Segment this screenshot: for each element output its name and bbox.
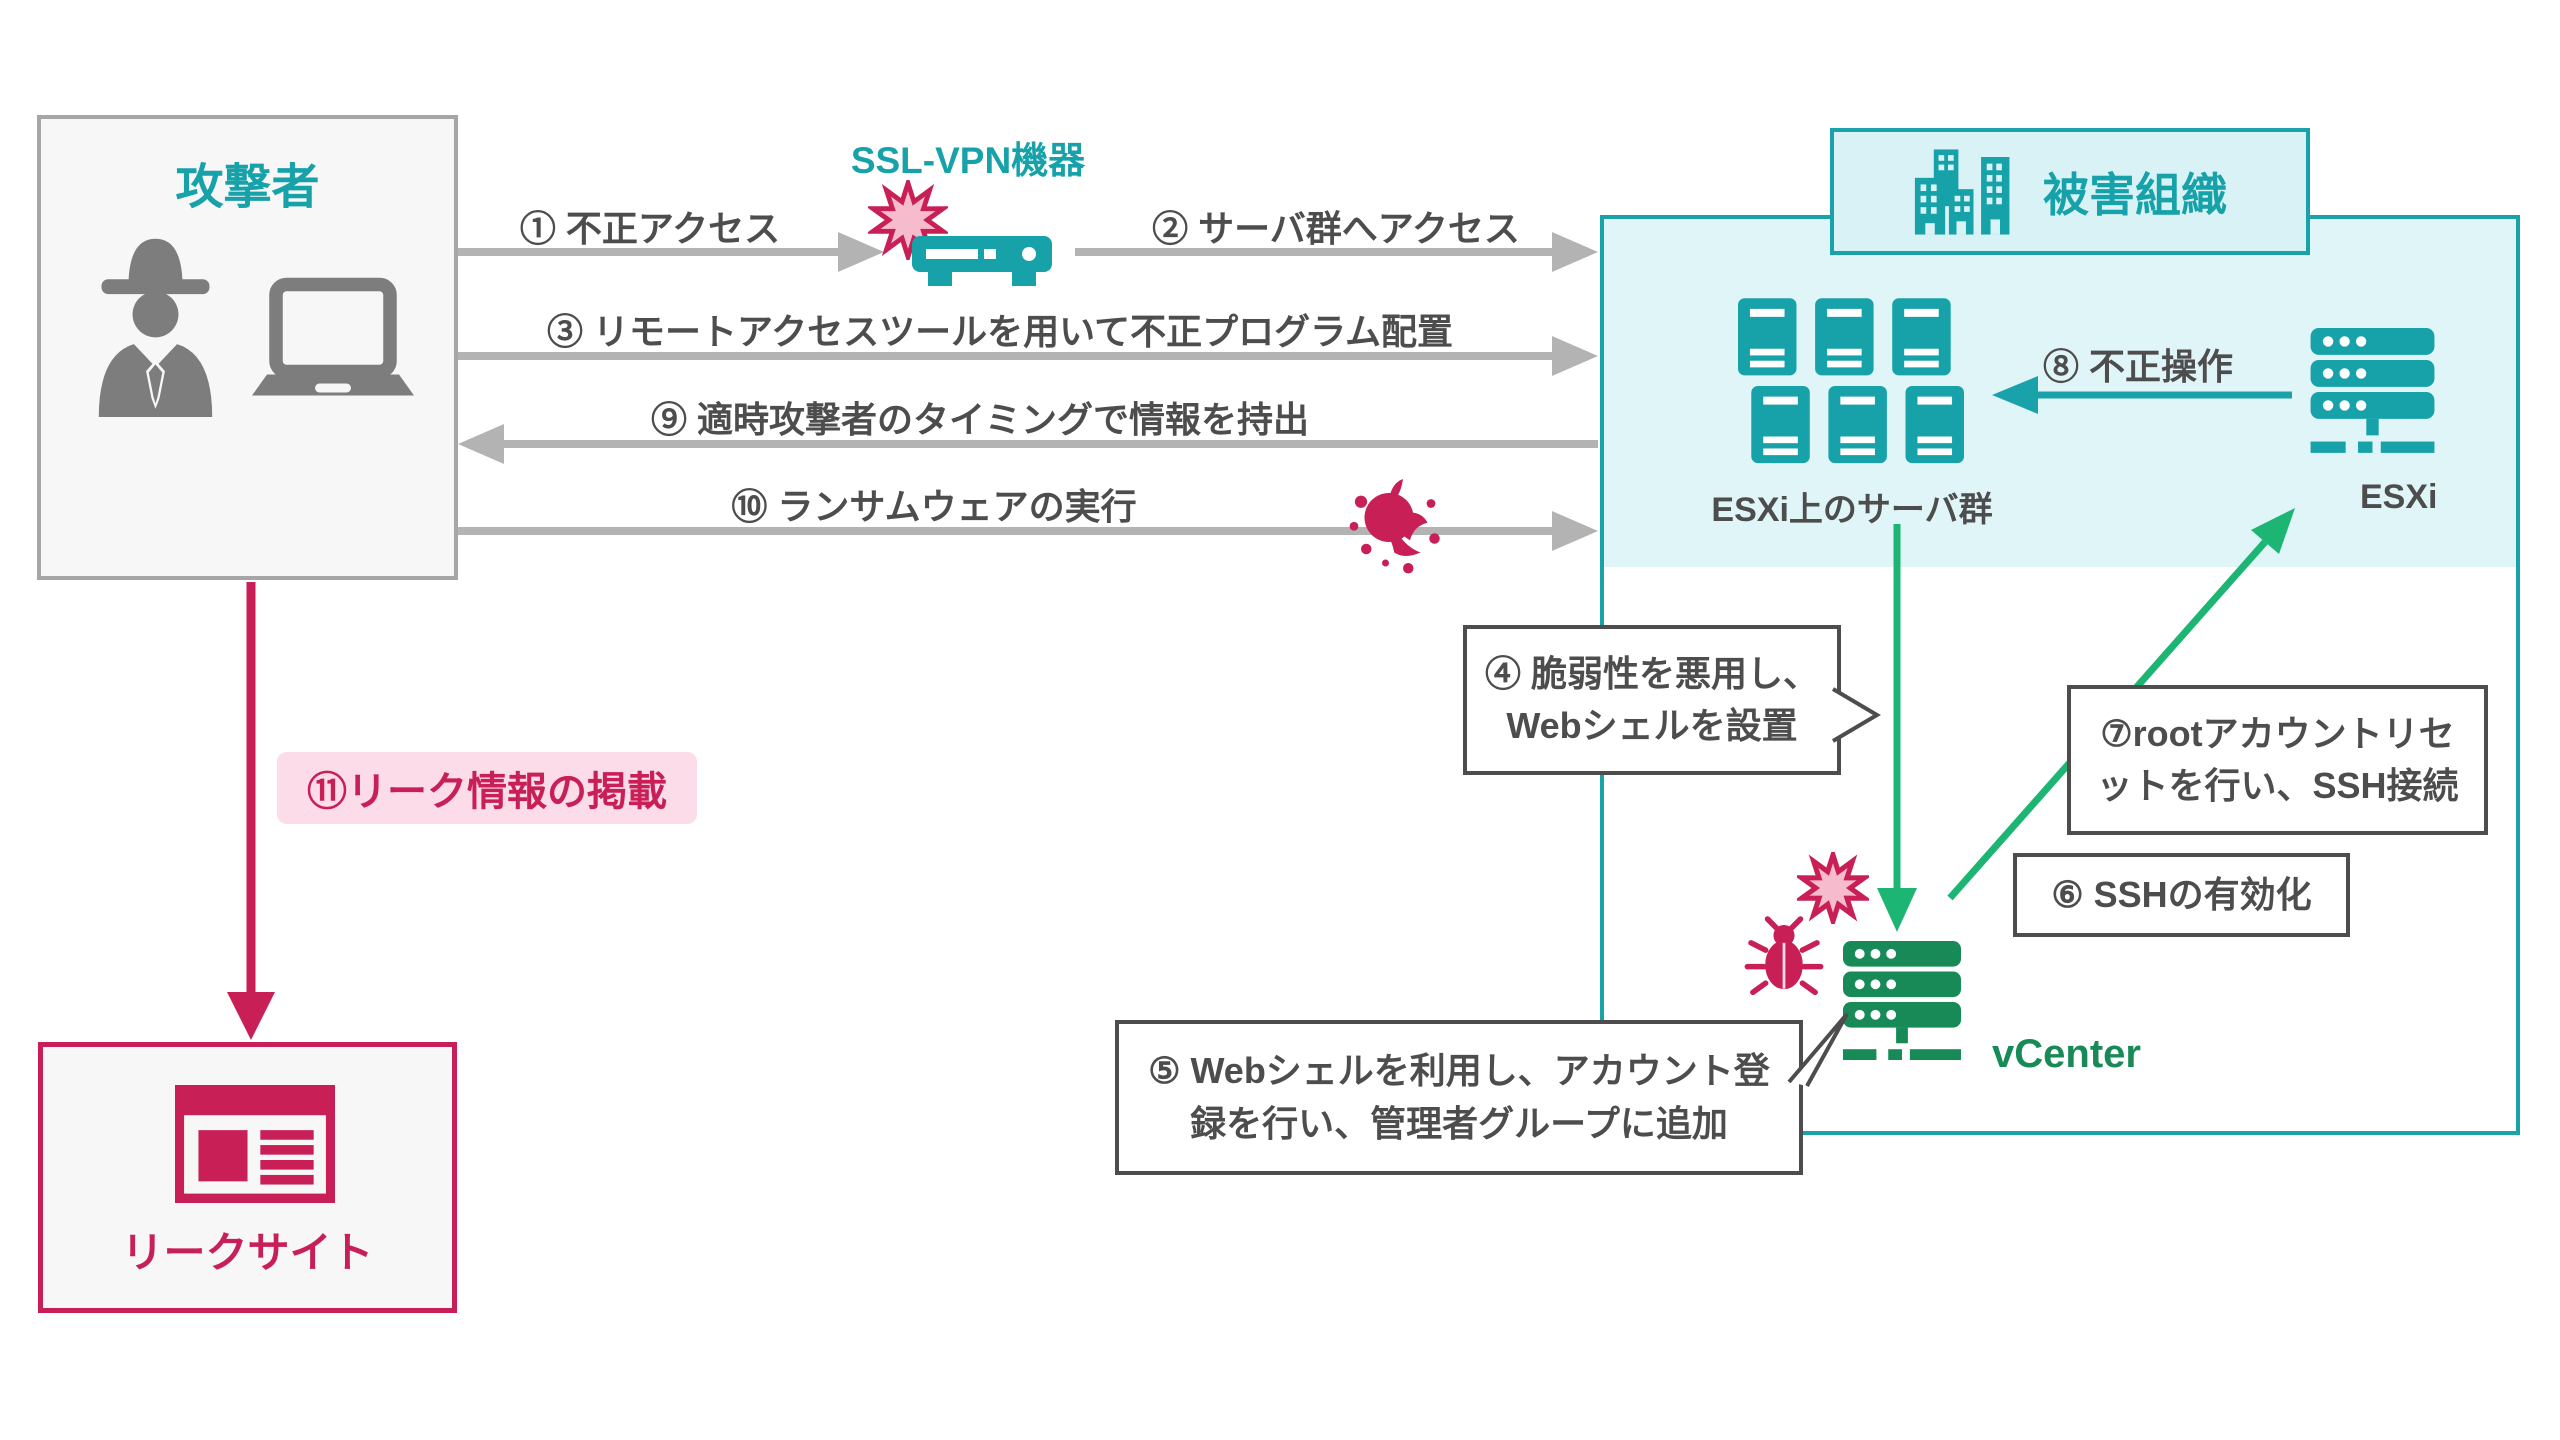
flow-1-label: ① 不正アクセス <box>519 208 781 249</box>
leak-step-label: ⑪リーク情報の掲載 <box>307 770 667 814</box>
esxi-label: ESXi <box>2360 478 2438 516</box>
ssl-vpn-label: SSL-VPN機器 <box>850 140 1086 181</box>
malware-bug-icon <box>1744 916 1824 996</box>
ransomware-splat-icon <box>1349 479 1440 574</box>
leak-site-label: リークサイト <box>121 1229 374 1276</box>
vcenter-label: vCenter <box>1992 1032 2141 1076</box>
flow-2-label: ② サーバ群へアクセス <box>1152 208 1520 249</box>
callout-5-account-add: ⑤ Webシェルを利用し、アカウント登 録を行い、管理者グループに追加 <box>1115 1012 1849 1175</box>
callout-6-text: ⑥ SSHの有効化 <box>2051 873 2312 915</box>
esxi-servers-label: ESXi上のサーバ群 <box>1711 491 1993 529</box>
flow-8-label: ⑧ 不正操作 <box>2042 346 2234 387</box>
callout-5-line1: ⑤ Webシェルを利用し、アカウント登 <box>1148 1050 1770 1092</box>
esxi-host-icon <box>2310 328 2435 453</box>
vpn-router-icon <box>912 236 1052 286</box>
victim-header: 被害組織 <box>1830 128 2310 255</box>
vcenter-burst-icon <box>1797 852 1869 924</box>
callout-7-line1: ⑦rootアカウントリセ <box>2100 712 2455 754</box>
server-group-icon <box>1738 298 1964 464</box>
callout-4-line2: Webシェルを設置 <box>1506 705 1798 746</box>
victim-header-label: 被害組織 <box>2043 168 2227 221</box>
callout-5-pointer <box>1787 1012 1849 1087</box>
attacker-title: 攻撃者 <box>175 161 320 214</box>
callout-4-line1: ④ 脆弱性を悪用し、 <box>1484 652 1819 694</box>
flow-9-label: ⑨ 適時攻撃者のタイミングで情報を持出 <box>650 399 1310 440</box>
callout-5-line2: 録を行い、管理者グループに追加 <box>1190 1102 1728 1144</box>
vcenter-server-icon <box>1843 941 1961 1061</box>
callout-7-root-reset: ⑦rootアカウントリセ ットを行い、SSH接続 <box>2067 685 2488 835</box>
callout-7-line2: ットを行い、SSH接続 <box>2096 765 2459 806</box>
spy-icon <box>98 238 213 417</box>
green-arrow-down <box>1877 524 1917 932</box>
flow-10-label: ⑩ ランサムウェアの実行 <box>731 486 1137 527</box>
flow-3-label: ③ リモートアクセスツールを用いて不正プログラム配置 <box>546 311 1454 352</box>
leak-site-browser-icon <box>175 1085 335 1203</box>
callout-4-pointer <box>1831 687 1881 743</box>
red-arrow-leak <box>227 582 275 1040</box>
leak-step-badge: ⑪リーク情報の掲載 <box>277 752 697 824</box>
buildings-icon <box>1914 148 2010 235</box>
callout-6-ssh-enable: ⑥ SSHの有効化 <box>2013 853 2350 937</box>
leak-site-box: リークサイト <box>38 1042 457 1313</box>
teal-arrow-8 <box>1992 376 2292 414</box>
laptop-icon <box>252 277 414 396</box>
callout-4-webshell: ④ 脆弱性を悪用し、 Webシェルを設置 <box>1463 625 1881 775</box>
